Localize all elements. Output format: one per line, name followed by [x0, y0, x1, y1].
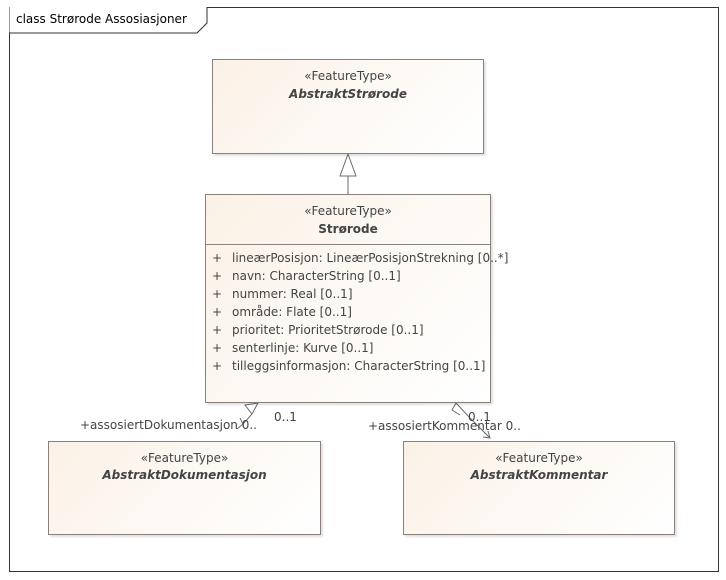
attribute-visibility: + — [212, 269, 223, 283]
class-name: Strørode — [318, 222, 378, 236]
attribute-row[interactable]: + område: Flate [0..1] — [212, 305, 352, 319]
attribute-visibility: + — [212, 305, 223, 319]
attribute-text: navn: CharacterString [0..1] — [232, 269, 401, 283]
multiplicity-label-kommentar-source: 0..1 — [468, 410, 491, 424]
class-abstrakt-kommentar[interactable]: «FeatureType» AbstraktKommentar — [403, 441, 675, 535]
multiplicity-label-dokumentasjon-source: 0..1 — [274, 410, 297, 424]
class-name: AbstraktDokumentasjon — [102, 468, 267, 482]
association-dokumentasjon-arrowhead — [236, 417, 244, 430]
attribute-text: prioritet: PrioritetStrørode [0..1] — [232, 323, 424, 337]
diagram-frame — [9, 7, 719, 572]
class-abstrakt-dokumentasjon[interactable]: «FeatureType» AbstraktDokumentasjon — [48, 441, 321, 535]
class-abstrakt-strorode[interactable]: «FeatureType» AbstraktStrørode — [212, 59, 484, 154]
stereotype-label: «FeatureType» — [304, 69, 392, 83]
attribute-text: område: Flate [0..1] — [232, 305, 352, 319]
class-strorode[interactable]: «FeatureType» Strørode + lineærPosisjon: … — [205, 194, 508, 403]
attribute-text: senterlinje: Kurve [0..1] — [232, 341, 374, 355]
diagram-title: class Strørode Assosiasjoner — [16, 12, 187, 26]
compartment-divider — [206, 244, 490, 245]
attribute-text: lineærPosisjon: LineærPosisjonStrekning … — [232, 251, 509, 265]
stereotype-label: «FeatureType» — [140, 451, 229, 465]
association-kommentar-source-end — [451, 402, 461, 416]
role-label-assosiert-kommentar: +assosiertKommentar 0.. — [368, 419, 521, 433]
role-label-assosiert-dokumentasjon: +assosiertDokumentasjon 0.. — [80, 418, 257, 432]
attribute-row[interactable]: + prioritet: PrioritetStrørode [0..1] — [212, 323, 424, 337]
attribute-visibility: + — [212, 359, 223, 373]
attribute-text: nummer: Real [0..1] — [232, 287, 353, 301]
class-name: AbstraktStrørode — [289, 87, 407, 101]
attribute-visibility: + — [212, 323, 223, 337]
attribute-row[interactable]: + navn: CharacterString [0..1] — [212, 269, 401, 283]
association-kommentar-line — [455, 402, 491, 439]
attribute-text: tilleggsinformasjon: CharacterString [0.… — [232, 359, 486, 373]
attribute-visibility: + — [212, 251, 223, 265]
stereotype-label: «FeatureType» — [304, 204, 392, 218]
attribute-row[interactable]: + senterlinje: Kurve [0..1] — [212, 341, 373, 355]
frame-title-tab — [9, 7, 208, 34]
attribute-visibility: + — [212, 287, 223, 301]
stereotype-label: «FeatureType» — [495, 451, 583, 465]
attribute-row[interactable]: + lineærPosisjon: LineærPosisjonStrekning… — [212, 251, 508, 265]
association-dokumentasjon-source-end — [244, 402, 259, 415]
attribute-row[interactable]: + nummer: Real [0..1] — [212, 287, 353, 301]
attribute-row[interactable]: + tilleggsinformasjon: CharacterString [0… — [212, 359, 485, 373]
class-name: AbstraktKommentar — [470, 468, 608, 482]
attribute-visibility: + — [212, 341, 223, 355]
generalization-arrowhead — [339, 152, 357, 177]
association-kommentar-arrowhead — [482, 430, 491, 439]
